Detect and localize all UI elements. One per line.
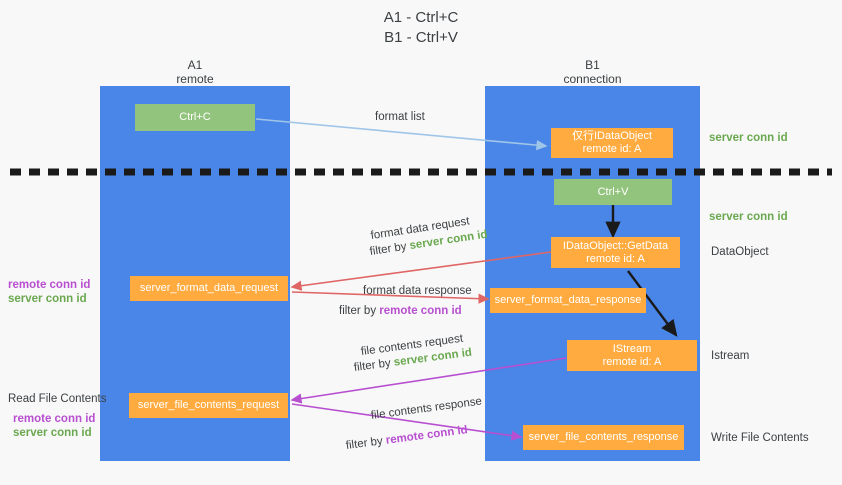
edge-label-format-data-response-text: format data response (363, 285, 472, 297)
right-label-write-file-contents: Write File Contents (711, 431, 809, 445)
node-server-format-data-request-label: server_format_data_request (139, 282, 279, 294)
node-ctrl-c[interactable]: Ctrl+C (135, 104, 255, 131)
edge-label-file-contents-response-filter-prefix: filter by (345, 434, 387, 453)
edge-label-format-list: format list (375, 110, 425, 125)
edge-label-file-contents-response-filter: filter by remote conn id (345, 423, 469, 454)
node-idataobject-title: 仅行IDataObject (571, 130, 653, 142)
node-istream-title: IStream (612, 342, 652, 355)
diagram-title: A1 - Ctrl+C B1 - Ctrl+V (0, 8, 842, 48)
left-label-read-file-contents-group: Read File Contents (8, 392, 106, 406)
lane-header-a1: A1 remote (100, 58, 290, 86)
lane-a1-sub: remote (176, 72, 214, 86)
right-label-server-conn-id-2-text: server conn id (709, 211, 788, 223)
right-label-istream: Istream (711, 349, 749, 363)
right-label-dataobject-text: DataObject (711, 246, 769, 258)
node-server-format-data-response-label: server_format_data_response (494, 294, 642, 306)
node-idataobject-getdata[interactable]: IDataObject::GetData remote id: A (551, 237, 680, 268)
left-label-remote-conn-id-1: remote conn id (8, 279, 91, 291)
title-line-2: B1 - Ctrl+V (384, 29, 458, 46)
edge-label-format-data-response: format data response (363, 284, 472, 299)
node-ctrl-v-label: Ctrl+V (597, 185, 629, 198)
edge-label-format-data-response-filter-prefix: filter by (339, 305, 380, 317)
lane-b1-sub: connection (563, 72, 622, 86)
edge-label-format-data-response-filter-id: remote conn id (379, 305, 462, 317)
lane-b1-name: B1 (585, 58, 600, 72)
left-label-conn-ids-2: remote conn id server conn id (13, 412, 95, 440)
edge-label-file-contents-response-filter-id: remote conn id (385, 424, 469, 447)
right-label-server-conn-id-1-text: server conn id (709, 132, 788, 144)
edge-label-file-contents-response: file contents response (370, 395, 483, 424)
lane-a1-name: A1 (187, 58, 203, 72)
edge-label-file-contents-request-filter-prefix: filter by (353, 356, 395, 375)
node-server-file-contents-request-label: server_file_contents_request (137, 399, 280, 411)
edge-label-format-list-text: format list (375, 111, 425, 123)
left-label-remote-conn-id-2: remote conn id (13, 413, 96, 425)
left-label-server-conn-id-1: server conn id (8, 293, 87, 305)
node-istream[interactable]: IStream remote id: A (567, 340, 697, 371)
right-label-server-conn-id-1: server conn id (709, 131, 788, 145)
node-getdata-remote-id: remote id: A (586, 252, 645, 265)
node-istream-remote-id: remote id: A (602, 355, 662, 368)
node-idataobject[interactable]: 仅行IDataObject remote id: A (551, 128, 673, 158)
node-server-format-data-response[interactable]: server_format_data_response (490, 288, 646, 313)
node-server-file-contents-response-label: server_file_contents_response (528, 431, 679, 443)
right-label-server-conn-id-2: server conn id (709, 210, 788, 224)
edge-label-format-data-response-filter: filter by remote conn id (339, 304, 462, 319)
right-label-istream-text: Istream (711, 350, 750, 362)
edge-label-file-contents-response-text: file contents response (370, 395, 483, 423)
lane-header-b1: B1 connection (485, 58, 700, 86)
left-label-server-conn-id-2: server conn id (13, 427, 92, 439)
node-getdata-title: IDataObject::GetData (562, 239, 669, 252)
title-line-1: A1 - Ctrl+C (383, 9, 459, 26)
node-server-format-data-request[interactable]: server_format_data_request (130, 276, 288, 301)
right-label-write-file-contents-text: Write File Contents (711, 432, 809, 444)
node-ctrl-v[interactable]: Ctrl+V (554, 179, 672, 205)
node-idataobject-remote-id: remote id: A (582, 143, 642, 155)
node-server-file-contents-response[interactable]: server_file_contents_response (523, 425, 684, 450)
left-label-read-file-contents: Read File Contents (8, 393, 107, 405)
node-ctrl-c-label: Ctrl+C (179, 111, 211, 123)
right-label-dataobject: DataObject (711, 245, 769, 259)
left-label-conn-ids-1: remote conn id server conn id (8, 278, 90, 306)
node-server-file-contents-request[interactable]: server_file_contents_request (129, 393, 288, 418)
